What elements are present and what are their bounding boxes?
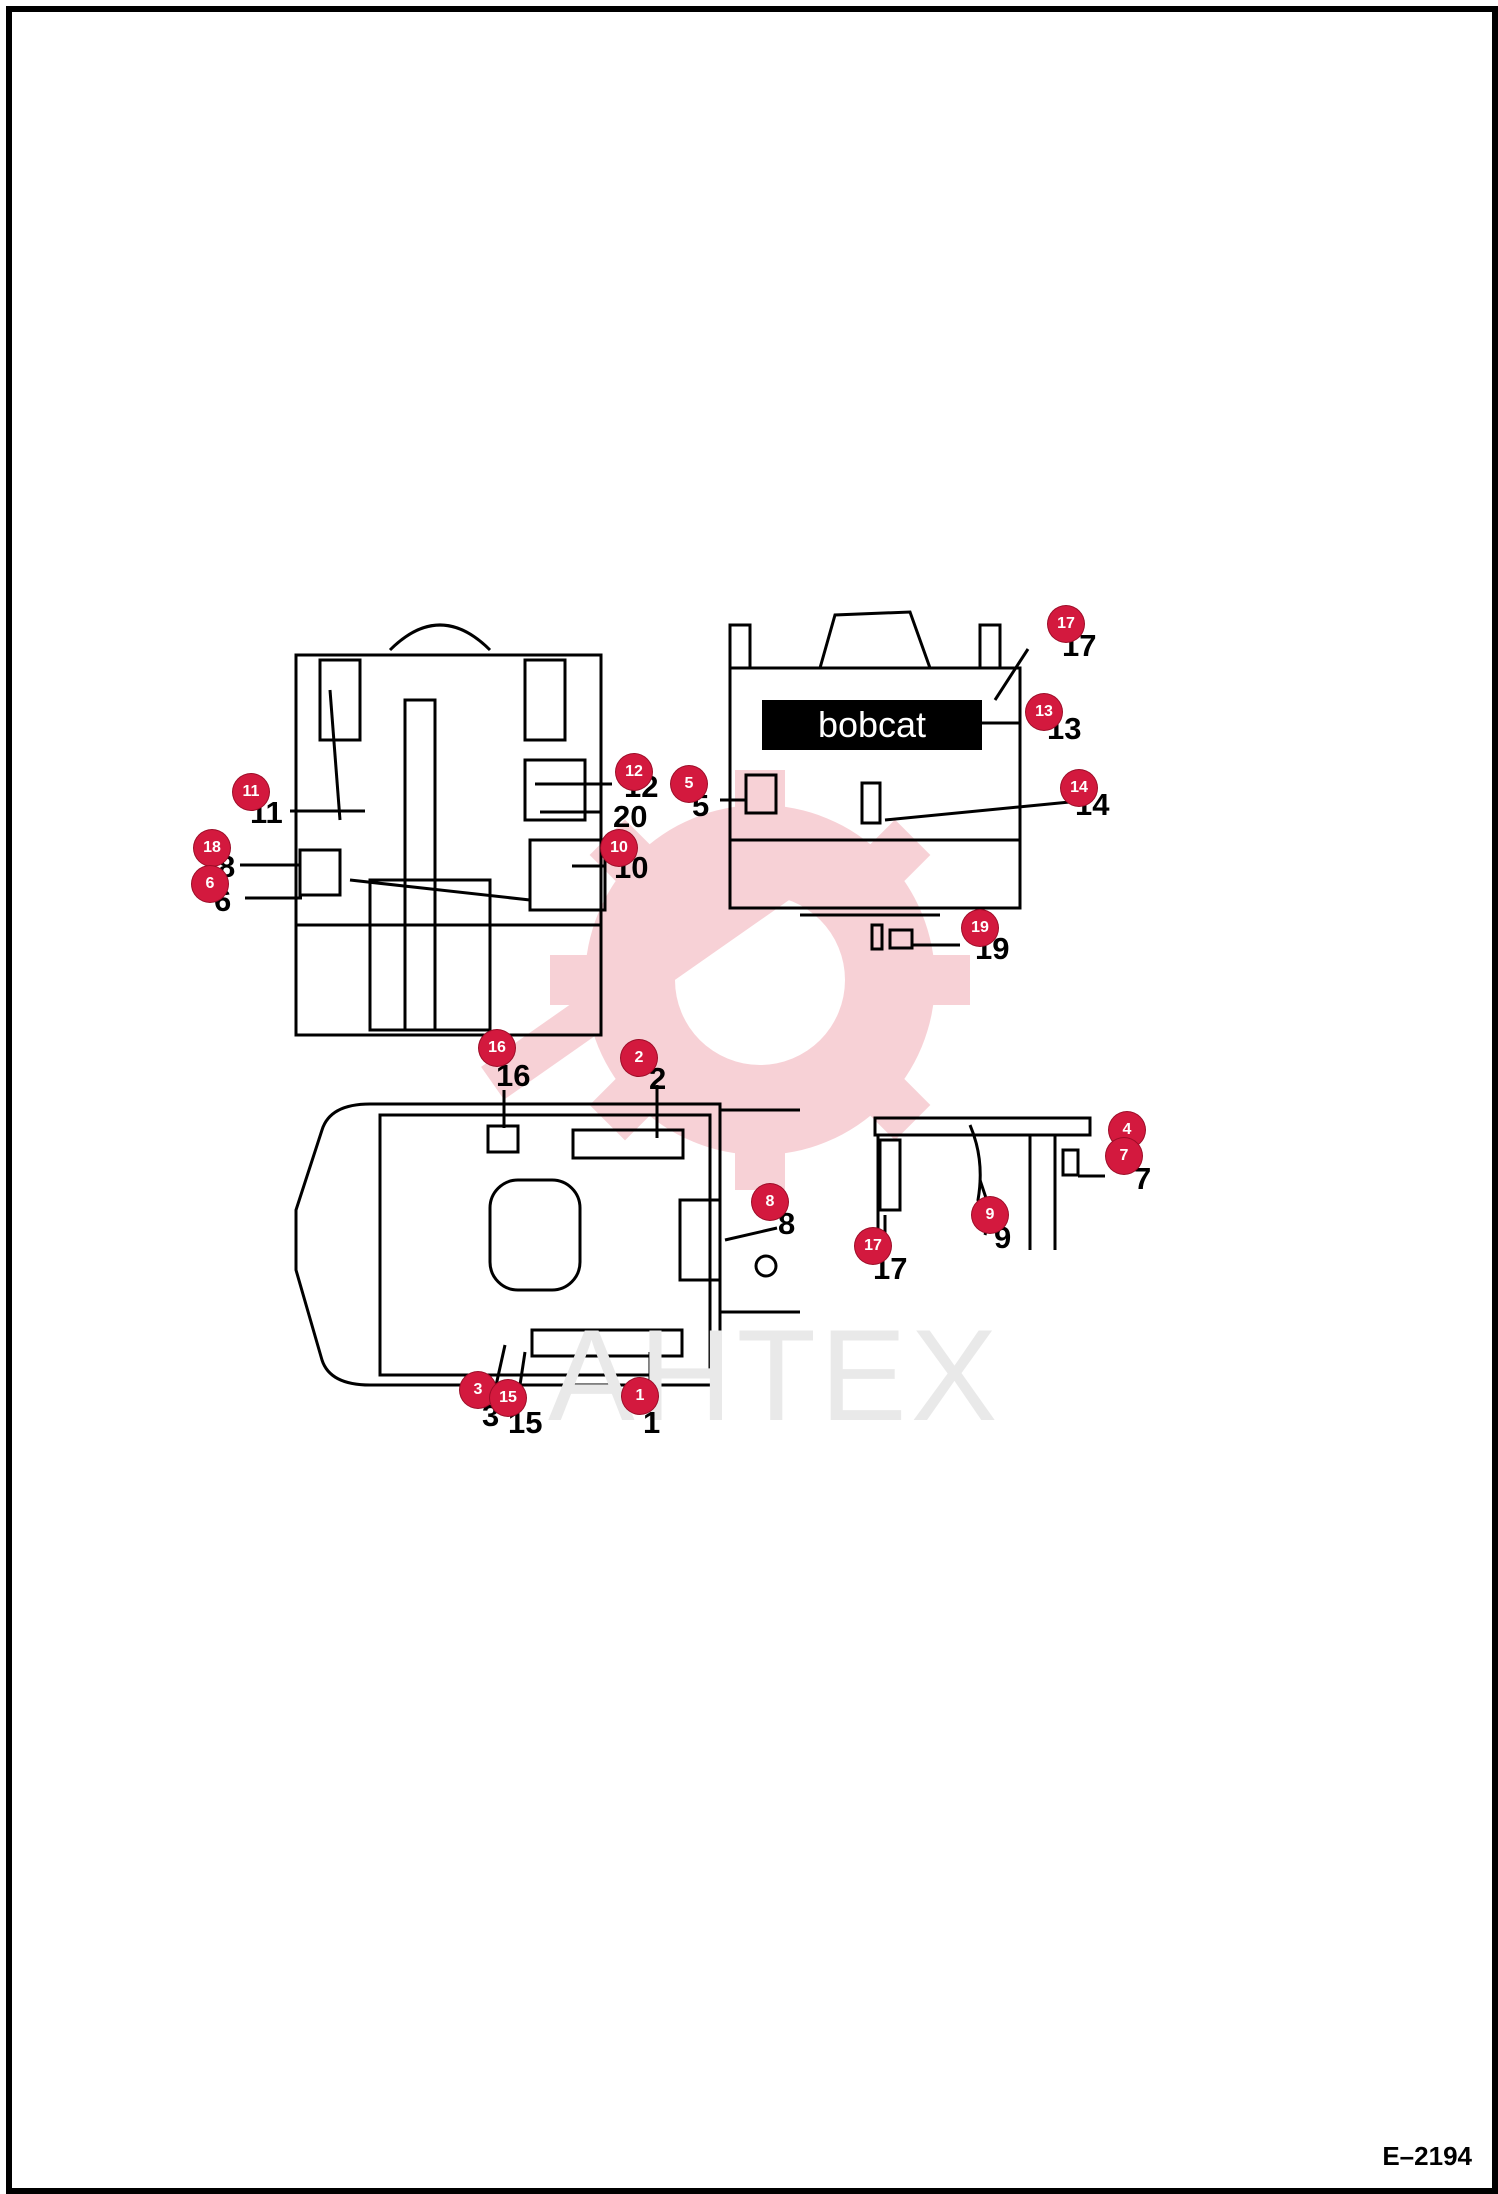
callout-10[interactable]: 10 (601, 830, 637, 866)
view-rear-machine (294, 623, 607, 1037)
part-label-1: 1 (643, 1405, 661, 1440)
part-label-20: 20 (613, 799, 648, 834)
callout-11[interactable]: 11 (233, 774, 269, 810)
page-border (6, 6, 1498, 2194)
callout-17-side[interactable]: 17 (855, 1228, 891, 1264)
callout-5[interactable]: 5 (671, 766, 707, 802)
callout-6[interactable]: 6 (192, 866, 228, 902)
callout-9[interactable]: 9 (972, 1197, 1008, 1233)
callout-14[interactable]: 14 (1061, 770, 1097, 806)
callout-18[interactable]: 18 (194, 830, 230, 866)
figure-id: E–2194 (1382, 2141, 1472, 2171)
part-label-2: 2 (649, 1061, 667, 1096)
callout-1[interactable]: 1 (622, 1378, 658, 1414)
callout-13[interactable]: 13 (1026, 694, 1062, 730)
callout-19[interactable]: 19 (962, 910, 998, 946)
part-label-7: 7 (1134, 1161, 1152, 1196)
callout-7[interactable]: 7 (1106, 1138, 1142, 1174)
bobcat-decal-text: bobcat (817, 704, 927, 745)
callout-17-top[interactable]: 17 (1048, 606, 1084, 642)
watermark-logo (481, 770, 970, 1190)
callout-8[interactable]: 8 (752, 1184, 788, 1220)
view-cab-top (294, 1102, 800, 1387)
watermark-text: AHTEX (548, 1302, 1002, 1448)
leader-lines (240, 648, 1105, 1395)
callout-15[interactable]: 15 (490, 1380, 526, 1416)
part-label-8: 8 (778, 1206, 796, 1241)
callout-2[interactable]: 2 (621, 1040, 657, 1076)
bobcat-decal (762, 700, 982, 750)
view-counterweight (728, 610, 1022, 951)
callout-16[interactable]: 16 (479, 1030, 515, 1066)
callout-12[interactable]: 12 (616, 754, 652, 790)
